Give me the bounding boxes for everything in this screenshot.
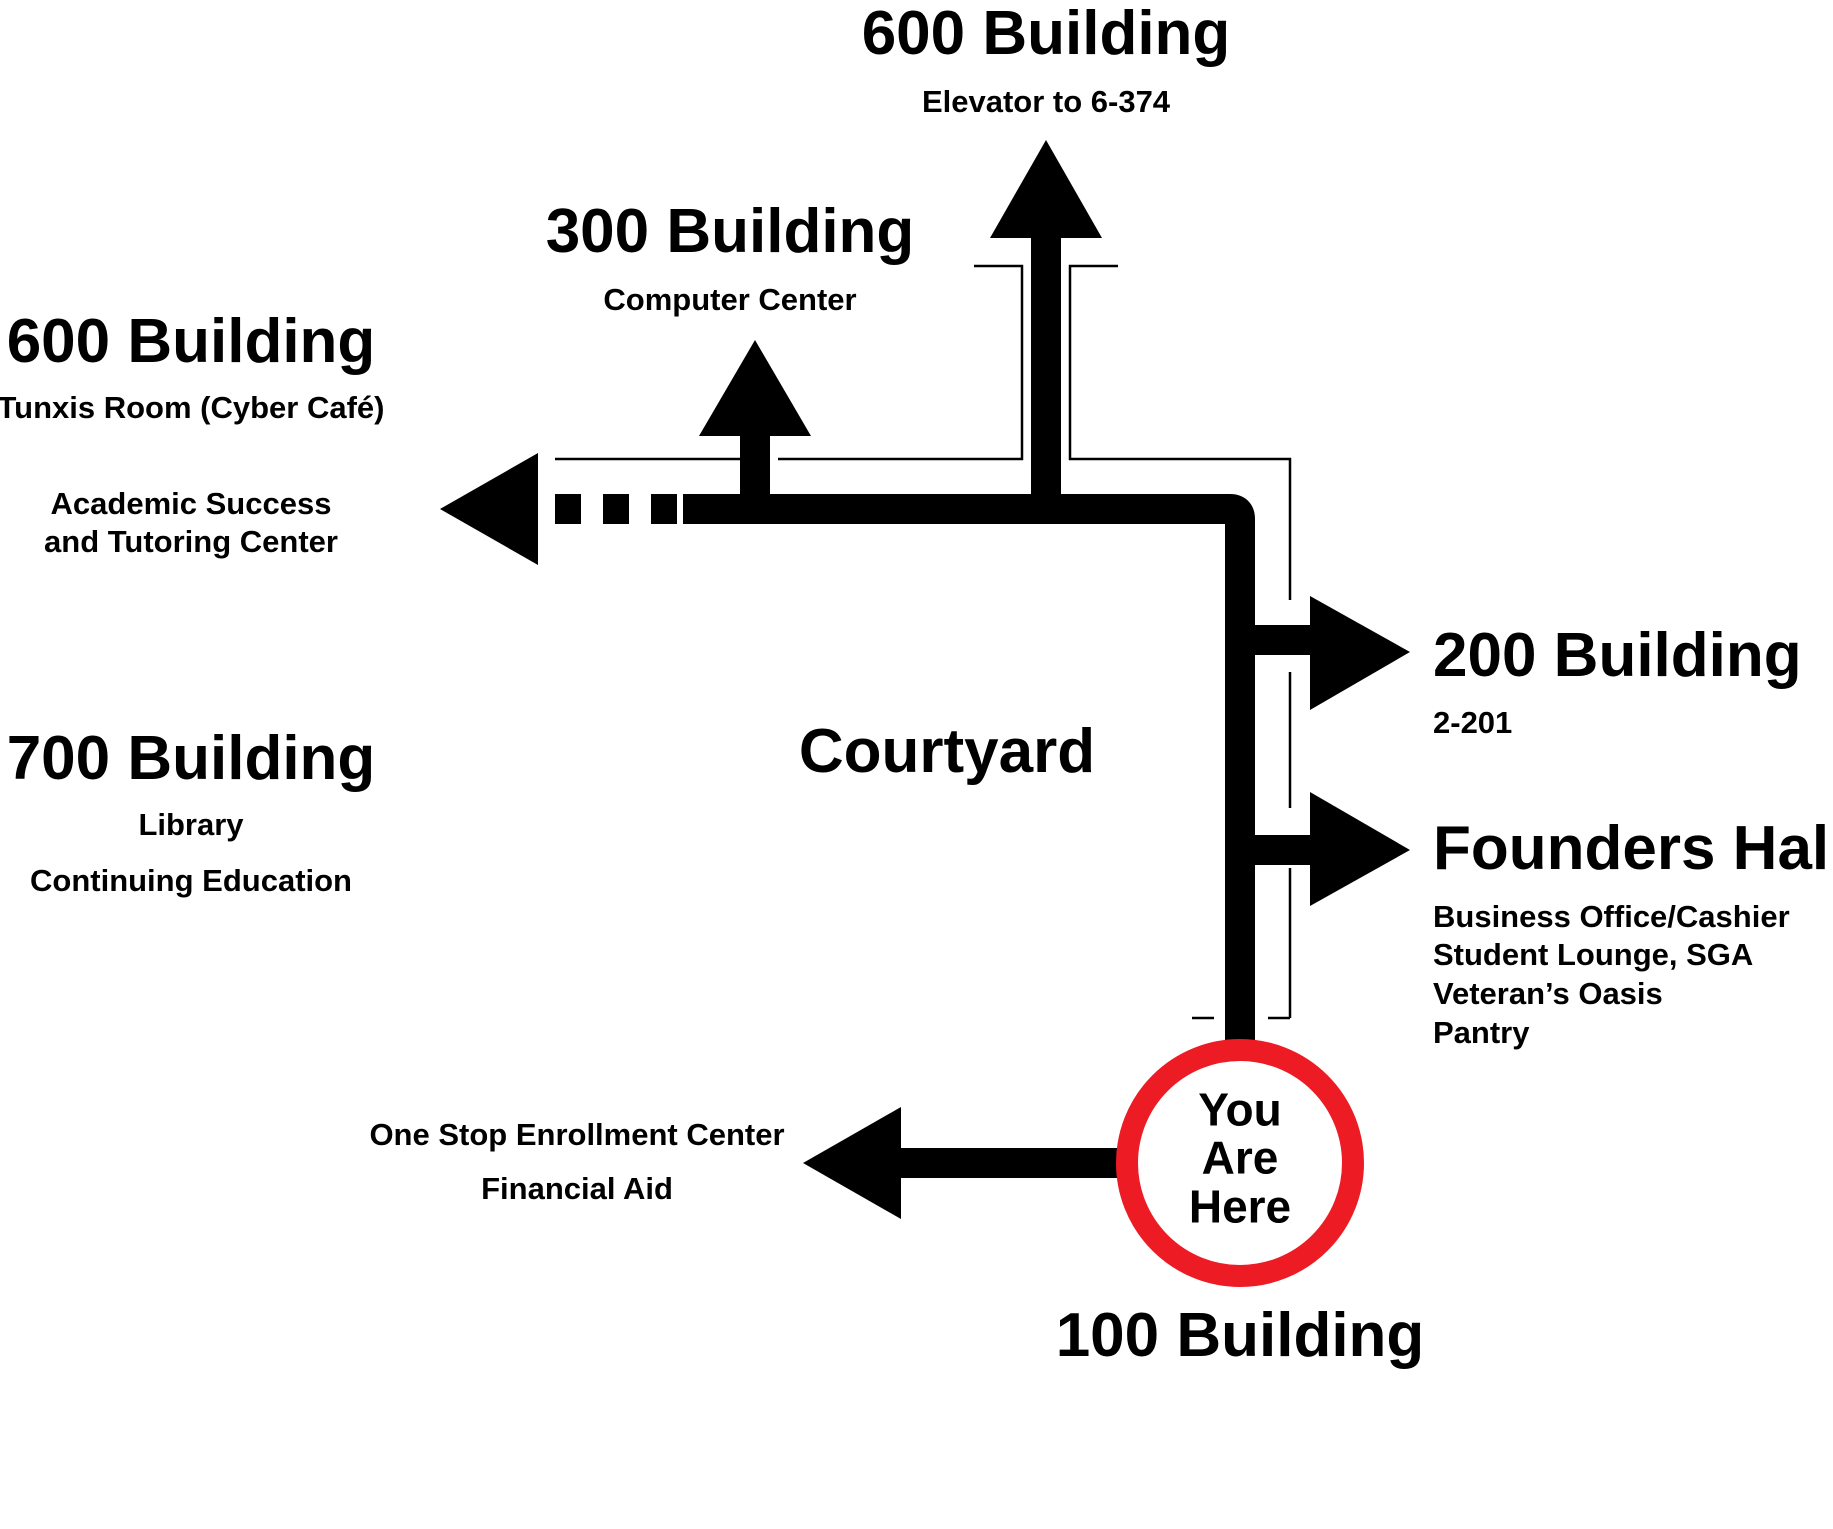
destination-founders-subtitle: Student Lounge, SGA [1433, 937, 1754, 972]
destination-founders-title: Founders Hall [1433, 814, 1833, 883]
destination-100-title: 100 Building [1055, 1301, 1425, 1370]
destination-founders-subtitle: Pantry [1433, 1015, 1530, 1050]
arrow-left-icon [803, 1107, 901, 1219]
destination-600-west-subtitle: Academic Success [50, 486, 332, 521]
dashed-path [555, 494, 677, 524]
courtyard-label: Courtyard [798, 717, 1096, 786]
walking-path [683, 230, 1320, 1178]
destination-600-west-title: 600 Building [6, 307, 376, 376]
you-are-here-marker [1116, 1039, 1364, 1287]
destination-founders-subtitle: Business Office/Cashier [1433, 899, 1790, 934]
arrow-right-icon [1310, 792, 1410, 906]
destination-founders-subtitle: Veteran’s Oasis [1433, 976, 1663, 1011]
destination-700-title: 700 Building [6, 724, 376, 793]
destination-300-subtitle: Computer Center [603, 282, 857, 317]
arrow-left-icon [440, 453, 538, 565]
destination-300-title: 300 Building [545, 197, 915, 266]
destination-600-west-subtitle: Tunxis Room (Cyber Café) [0, 390, 385, 425]
arrow-up-icon [699, 340, 811, 436]
destination-200-subtitle: 2-201 [1433, 705, 1513, 740]
arrow-right-icon [1310, 596, 1410, 710]
destination-one-stop-subtitle: Financial Aid [481, 1171, 673, 1206]
you-are-here-label: You Are Here [1188, 1083, 1292, 1233]
arrow-up-icon [990, 140, 1102, 238]
destination-200-title: 200 Building [1433, 621, 1802, 690]
destination-600-west-subtitle: and Tutoring Center [44, 524, 338, 559]
destination-700-subtitle: Library [138, 807, 244, 842]
corridor-outline [555, 264, 1292, 1020]
destination-700-subtitle: Continuing Education [29, 863, 353, 898]
destination-one-stop-subtitle: One Stop Enrollment Center [369, 1117, 785, 1152]
destination-600-elevator-subtitle: Elevator to 6-374 [921, 84, 1171, 119]
destination-600-elevator-title: 600 Building [861, 0, 1231, 68]
